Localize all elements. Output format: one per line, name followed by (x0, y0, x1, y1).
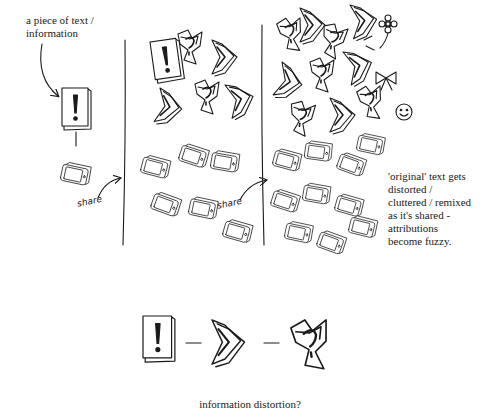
distorted-card (154, 88, 185, 128)
caption-text: information distortion? (150, 398, 350, 411)
phone-sketch (178, 142, 210, 168)
phone-sketch (210, 150, 241, 173)
distorted-card (287, 100, 315, 137)
share-arrow (240, 180, 266, 200)
card-post (75, 132, 76, 146)
distorted-card (273, 62, 306, 103)
leader-arrow (41, 44, 58, 96)
phone-sketch (316, 229, 347, 255)
flower-doodle (379, 15, 397, 48)
distorted-card (195, 80, 219, 114)
note-text: a piece of text / information (26, 14, 118, 40)
phone-sketch (60, 161, 92, 186)
phone-sketch (188, 196, 219, 220)
phone-sketch (336, 151, 367, 177)
phone-sketch (334, 193, 365, 218)
panel-divider (262, 25, 264, 245)
panel-divider (123, 40, 125, 245)
phone-sketch (302, 182, 332, 204)
phone-sketch (272, 148, 303, 172)
distorted-card (225, 80, 257, 120)
original-text-card (62, 88, 91, 130)
sequence-dash (264, 342, 279, 343)
distorted-card (212, 320, 245, 367)
phone-sketch (284, 220, 314, 243)
smiley-doodle (396, 104, 412, 120)
phone-sketch (222, 218, 254, 243)
phone-sketch (348, 215, 378, 239)
distorted-card (350, 2, 379, 40)
share-label: share (216, 192, 258, 213)
distorted-card (330, 98, 355, 134)
original-text-card (150, 38, 185, 84)
distorted-card (318, 22, 349, 60)
distorted-card (276, 16, 306, 54)
distorted-card (310, 58, 334, 92)
distorted-card (290, 317, 333, 373)
distorted-card (343, 46, 376, 87)
sequence-dash (186, 342, 201, 343)
original-text-card (143, 316, 175, 362)
phone-sketch (304, 140, 333, 161)
bow-doodle (376, 72, 396, 90)
distorted-card (300, 8, 325, 44)
clutter-scribble (364, 36, 374, 50)
phone-sketch (150, 191, 182, 218)
share-label: share (76, 190, 118, 211)
distorted-card (212, 40, 237, 76)
explanation-note: 'original' text gets distorted / clutter… (388, 170, 472, 248)
phone-sketch (270, 188, 301, 213)
phone-sketch (356, 132, 386, 155)
phone-sketch (140, 154, 172, 179)
